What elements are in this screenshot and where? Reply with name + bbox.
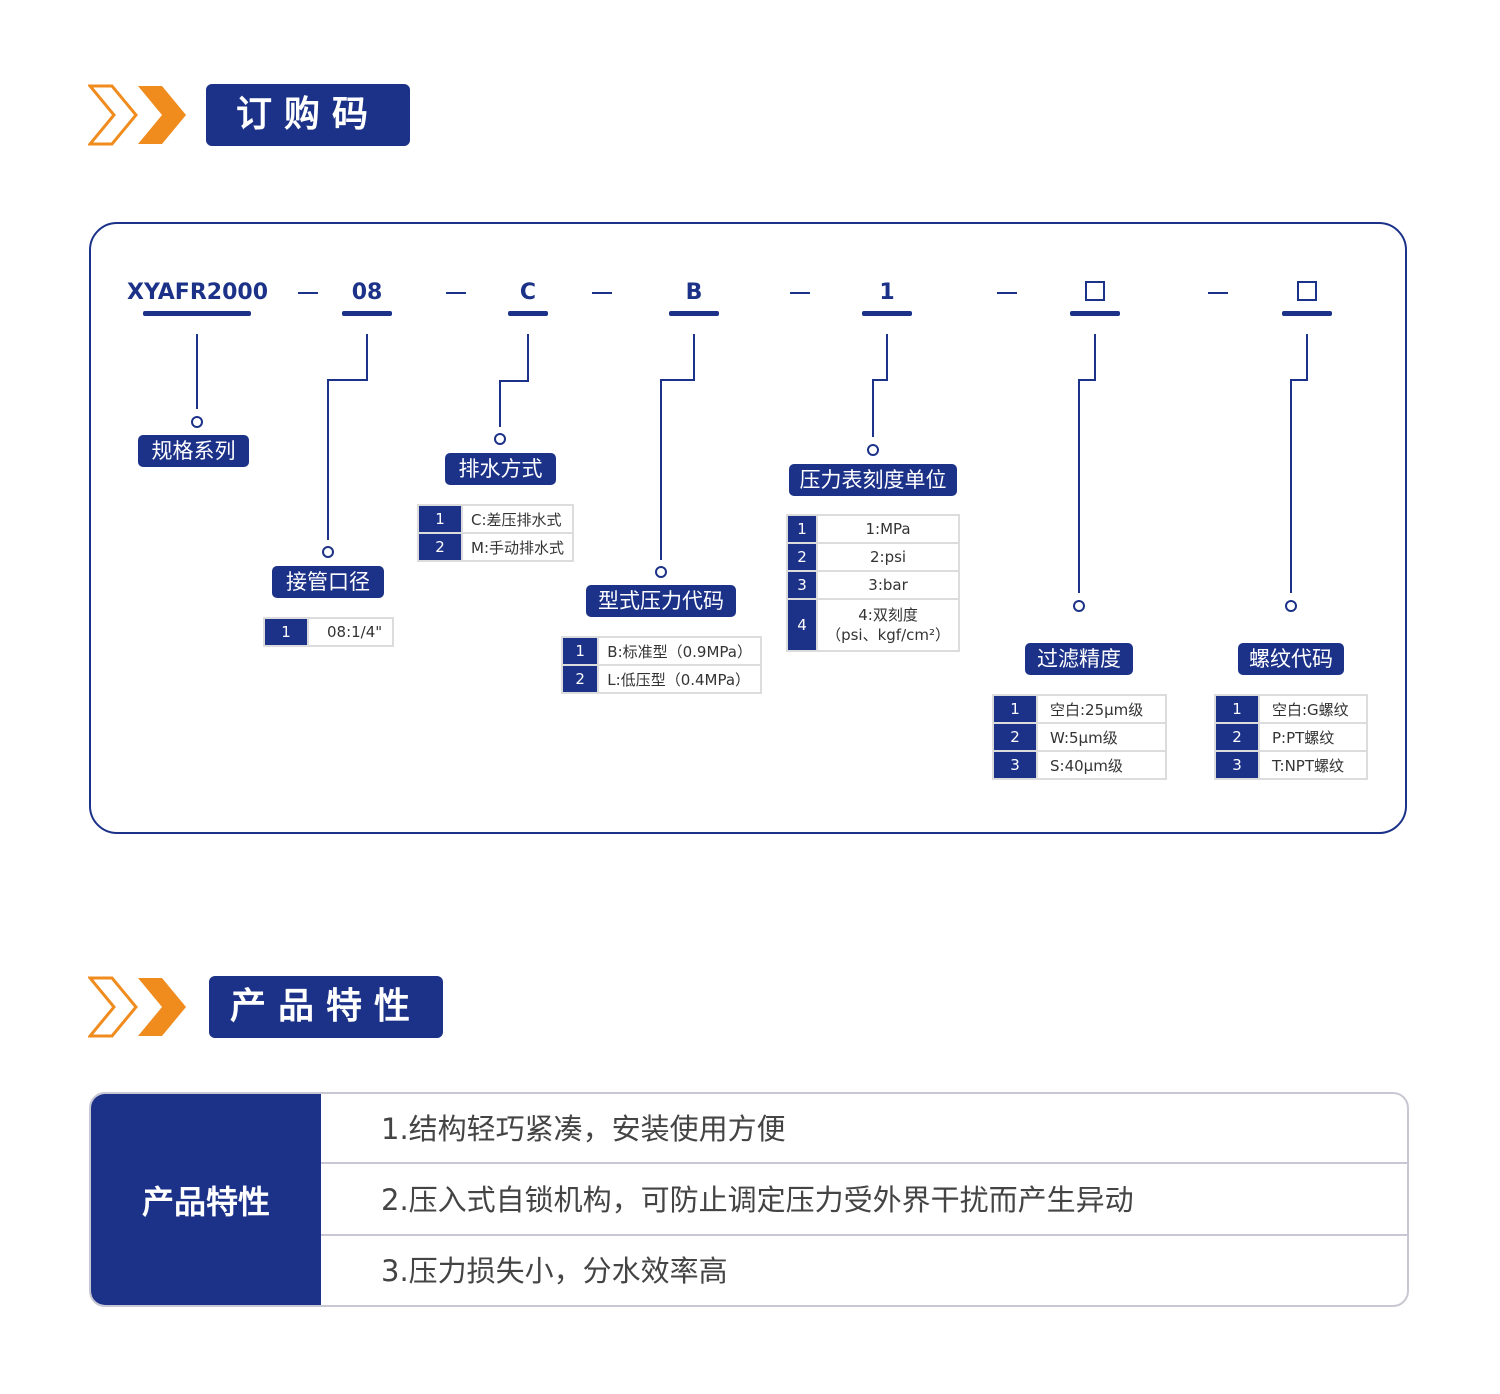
option-number: 2 <box>560 664 600 694</box>
label-thread-code: 螺纹代码 <box>1238 643 1344 675</box>
table-row: 1 08:1/4" <box>263 617 394 647</box>
label-port-size: 接管口径 <box>272 566 384 598</box>
option-text: 空白:G螺纹 <box>1258 694 1368 724</box>
code-thread <box>1282 278 1332 308</box>
table-row: 2 M:手动排水式 <box>417 532 574 562</box>
option-text: 08:1/4" <box>307 617 394 647</box>
feature-item: 3.压力损失小，分水效率高 <box>381 1254 728 1288</box>
option-number: 1 <box>785 514 819 544</box>
option-text: W:5μm级 <box>1036 722 1167 752</box>
code-drain: C <box>519 280 537 305</box>
label-type-code: 型式压力代码 <box>586 585 736 617</box>
option-text: P:PT螺纹 <box>1258 722 1368 752</box>
feature-item: 2.压入式自锁机构，可防止调定压力受外界干扰而产生异动 <box>321 1164 1407 1236</box>
option-text: 3:bar <box>816 570 960 600</box>
code-underline <box>1070 311 1120 316</box>
option-text: L:低压型（0.4MPa） <box>597 664 762 694</box>
table-row: 2 P:PT螺纹 <box>1214 722 1368 752</box>
options-filter: 1 空白:25μm级 2 W:5μm级 3 S:40μm级 <box>992 694 1167 780</box>
code-port: 08 <box>351 280 383 305</box>
table-row: 1 空白:25μm级 <box>992 694 1167 724</box>
connector-lines <box>191 334 1308 612</box>
table-row: 3 T:NPT螺纹 <box>1214 750 1368 780</box>
option-number: 1 <box>263 617 309 647</box>
section-title-features: 产品特性 <box>209 976 443 1038</box>
table-row: 4 4:双刻度 （psi、kgf/cm²） <box>785 598 960 652</box>
options-gauge: 1 1:MPa 2 2:psi 3 3:bar 4 4:双刻度 （psi、kgf… <box>785 514 960 652</box>
code-underline <box>143 311 251 316</box>
code-type: B <box>685 280 703 305</box>
option-number: 2 <box>417 532 463 562</box>
table-row: 2 L:低压型（0.4MPa） <box>560 664 762 694</box>
table-row: 3 S:40μm级 <box>992 750 1167 780</box>
code-filter <box>1070 278 1120 308</box>
code-underline <box>862 311 912 316</box>
options-type: 1 B:标准型（0.9MPa） 2 L:低压型（0.4MPa） <box>560 636 762 694</box>
table-row: 2 W:5μm级 <box>992 722 1167 752</box>
option-number: 3 <box>1214 750 1260 780</box>
code-series: XYAFR2000 <box>126 280 268 305</box>
chevron-arrows-icon <box>88 976 186 1038</box>
option-number: 1 <box>560 636 600 666</box>
table-row: 1 B:标准型（0.9MPa） <box>560 636 762 666</box>
blank-box-icon <box>1297 281 1317 301</box>
option-number: 4 <box>785 598 819 652</box>
label-spec-series: 规格系列 <box>138 435 249 467</box>
options-thread: 1 空白:G螺纹 2 P:PT螺纹 3 T:NPT螺纹 <box>1214 694 1368 780</box>
option-text: 空白:25μm级 <box>1036 694 1167 724</box>
option-number: 2 <box>785 542 819 572</box>
code-dash <box>997 292 1017 294</box>
option-number: 1 <box>417 504 463 534</box>
option-text: M:手动排水式 <box>461 532 574 562</box>
option-text: B:标准型（0.9MPa） <box>597 636 762 666</box>
code-dash <box>790 292 810 294</box>
code-dash <box>1208 292 1228 294</box>
option-number: 1 <box>1214 694 1260 724</box>
option-text-line: 4:双刻度 <box>858 606 918 624</box>
code-gauge: 1 <box>879 280 895 305</box>
features-table: 产品特性 1.结构轻巧紧凑，安装使用方便 2.压入式自锁机构，可防止调定压力受外… <box>89 1092 1409 1307</box>
table-row: 1 空白:G螺纹 <box>1214 694 1368 724</box>
code-underline <box>669 311 719 316</box>
blank-box-icon <box>1085 281 1105 301</box>
option-number: 3 <box>992 750 1038 780</box>
code-dash <box>298 292 318 294</box>
table-row: 2 2:psi <box>785 542 960 572</box>
option-text: T:NPT螺纹 <box>1258 750 1368 780</box>
feature-item: 1.结构轻巧紧凑，安装使用方便 <box>321 1094 1407 1164</box>
option-number: 2 <box>992 722 1038 752</box>
table-row: 3 3:bar <box>785 570 960 600</box>
order-code-panel <box>89 222 1407 834</box>
option-number: 1 <box>992 694 1038 724</box>
option-text: C:差压排水式 <box>461 504 574 534</box>
label-drain-mode: 排水方式 <box>445 453 556 485</box>
features-heading: 产品特性 <box>91 1094 321 1305</box>
options-port: 1 08:1/4" <box>263 617 394 647</box>
code-underline <box>1282 311 1332 316</box>
table-row: 1 1:MPa <box>785 514 960 544</box>
option-number: 2 <box>1214 722 1260 752</box>
code-underline <box>342 311 392 316</box>
option-number: 3 <box>785 570 819 600</box>
option-text-line: （psi、kgf/cm²） <box>826 626 950 644</box>
code-underline <box>508 311 548 316</box>
label-filter-precision: 过滤精度 <box>1025 643 1133 675</box>
option-text: 2:psi <box>816 542 960 572</box>
table-row: 1 C:差压排水式 <box>417 504 574 534</box>
option-text: 1:MPa <box>816 514 960 544</box>
section-title-order-code: 订购码 <box>206 84 410 146</box>
chevron-arrows-icon <box>88 84 186 146</box>
option-text: S:40μm级 <box>1036 750 1167 780</box>
label-gauge-unit: 压力表刻度单位 <box>789 464 957 496</box>
options-drain: 1 C:差压排水式 2 M:手动排水式 <box>417 504 574 562</box>
option-text: 4:双刻度 （psi、kgf/cm²） <box>816 598 960 652</box>
code-dash <box>592 292 612 294</box>
code-dash <box>446 292 466 294</box>
